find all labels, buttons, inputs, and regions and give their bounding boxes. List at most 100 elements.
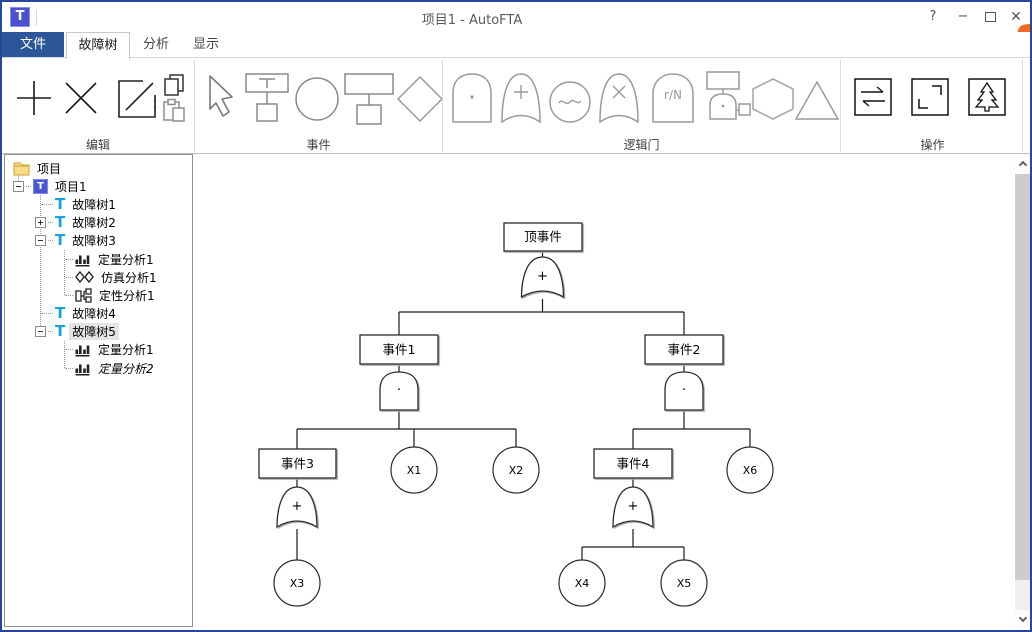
- tree-view-button[interactable]: [968, 78, 1006, 116]
- qual-analysis-icon: [75, 288, 92, 303]
- fault-tree-icon: T: [55, 231, 66, 250]
- copy-button[interactable]: [162, 73, 186, 97]
- and-gate-event1[interactable]: ·: [379, 371, 419, 411]
- expand-expander[interactable]: [35, 217, 46, 229]
- diagram-canvas[interactable]: 顶事件 事件1 事件2 事件3 事件4 +: [193, 154, 1015, 630]
- or-gate-event3[interactable]: +: [276, 486, 318, 529]
- tab-display[interactable]: 显示: [192, 37, 219, 52]
- tree-item-label: 故障树4: [72, 307, 116, 322]
- voting-gate-button[interactable]: r/N: [649, 72, 697, 124]
- tab-analysis[interactable]: 分析: [142, 37, 169, 52]
- tree-item-label: 定性分析1: [99, 288, 155, 303]
- paste-button[interactable]: [162, 98, 186, 122]
- select-cursor-button[interactable]: [205, 74, 237, 122]
- tree-item-label: 故障树5: [69, 323, 119, 341]
- node-event2[interactable]: 事件2: [644, 334, 724, 365]
- delete-button[interactable]: [62, 79, 100, 117]
- tree-connector: [65, 349, 73, 351]
- svg-text:X3: X3: [290, 577, 305, 590]
- svg-text:事件2: 事件2: [668, 342, 701, 357]
- tree-item-label: 项目1: [55, 179, 87, 194]
- maximize-icon: [984, 12, 996, 22]
- and-gate-button[interactable]: [449, 72, 495, 124]
- node-x5[interactable]: X5: [660, 559, 708, 607]
- hexagon-icon: [752, 78, 794, 120]
- swap-layout-button[interactable]: [854, 78, 892, 116]
- copy-icon: [164, 74, 184, 96]
- vertical-scrollbar[interactable]: [1015, 154, 1030, 630]
- undeveloped-event-button[interactable]: [396, 75, 444, 123]
- transfer-triangle-button[interactable]: [794, 80, 840, 122]
- basic-event-button[interactable]: [294, 76, 340, 122]
- node-x6[interactable]: X6: [726, 446, 774, 494]
- inhibit-circle-button[interactable]: [548, 80, 592, 124]
- tree-item-quant-analysis2[interactable]: 定量分析2: [5, 359, 192, 377]
- plus-icon: [17, 81, 51, 115]
- diamond-icon: [396, 75, 444, 123]
- tree-connector: [65, 276, 73, 278]
- svg-text:·: ·: [397, 383, 401, 398]
- hexagon-button[interactable]: [749, 77, 797, 121]
- scroll-down-button[interactable]: [1015, 610, 1030, 630]
- minimize-button[interactable]: −: [957, 9, 969, 24]
- node-x2[interactable]: X2: [492, 446, 540, 494]
- collapse-expander[interactable]: [35, 235, 46, 247]
- tree-item-quant-analysis1b[interactable]: 定量分析1: [5, 341, 192, 359]
- fault-tree-icon: T: [55, 322, 66, 341]
- cross-icon: [65, 82, 97, 114]
- svg-text:r/N: r/N: [664, 88, 682, 102]
- maximize-button[interactable]: [978, 6, 1002, 28]
- tree-item-project-root[interactable]: 项目: [5, 159, 192, 177]
- and-gate-event2[interactable]: ·: [664, 371, 704, 411]
- tree-item-faulttree3[interactable]: T 故障树3: [5, 232, 192, 250]
- top-event-button[interactable]: [243, 72, 291, 124]
- group-label-edit: 编辑: [85, 138, 110, 152]
- fault-tree-icon: T: [55, 194, 66, 213]
- xor-gate-button[interactable]: [595, 72, 643, 124]
- tree-item-project1[interactable]: T 项目1: [5, 177, 192, 195]
- node-event3[interactable]: 事件3: [258, 448, 337, 479]
- collapse-expander[interactable]: [35, 326, 46, 338]
- node-event1[interactable]: 事件1: [359, 334, 439, 365]
- collapse-expander[interactable]: [13, 180, 24, 192]
- tree-connector: [41, 203, 53, 205]
- node-event4[interactable]: 事件4: [593, 448, 673, 479]
- intermediate-event-button[interactable]: [343, 72, 395, 126]
- node-x1[interactable]: X1: [390, 446, 438, 494]
- tree-item-faulttree1[interactable]: T 故障树1: [5, 195, 192, 213]
- circle-icon: [295, 77, 339, 121]
- tree-item-sim-analysis1[interactable]: 仿真分析1: [5, 268, 192, 286]
- scroll-up-button[interactable]: [1015, 154, 1030, 174]
- tree-icon: [968, 78, 1006, 116]
- node-x4[interactable]: X4: [558, 559, 606, 607]
- scrollbar-thumb[interactable]: [1015, 174, 1030, 580]
- folder-icon: [13, 161, 30, 176]
- tree-item-faulttree2[interactable]: T 故障树2: [5, 214, 192, 232]
- or-gate-event4[interactable]: +: [612, 486, 654, 529]
- tree-item-quant-analysis1[interactable]: 定量分析1: [5, 250, 192, 268]
- divider: [840, 60, 841, 152]
- divider: [194, 60, 195, 152]
- tree-item-label: 项目: [37, 161, 62, 176]
- help-button[interactable]: ?: [929, 9, 937, 24]
- intermediate-event-icon: [344, 73, 394, 125]
- node-top-event[interactable]: 顶事件: [503, 222, 583, 252]
- node-x3[interactable]: X3: [273, 559, 321, 607]
- or-gate-top[interactable]: +: [520, 256, 565, 299]
- tree-item-faulttree5[interactable]: T 故障树5: [5, 323, 192, 341]
- tree-item-faulttree4[interactable]: T 故障树4: [5, 305, 192, 323]
- svg-text:+: +: [628, 499, 639, 514]
- voting-gate-icon: r/N: [652, 73, 694, 123]
- tree-item-qual-analysis1[interactable]: 定性分析1: [5, 286, 192, 304]
- or-gate-button[interactable]: [497, 72, 545, 124]
- inhibit-gate-button[interactable]: [699, 70, 751, 126]
- close-button[interactable]: ✕: [1010, 9, 1022, 25]
- tab-file[interactable]: 文件: [2, 32, 64, 58]
- edit-button[interactable]: [112, 74, 160, 122]
- fit-view-button[interactable]: [911, 78, 949, 116]
- tab-fault-tree[interactable]: 故障树: [66, 32, 130, 59]
- svg-text:事件4: 事件4: [617, 456, 650, 471]
- inhibit-gate-icon: [706, 71, 751, 120]
- add-button[interactable]: [14, 78, 54, 118]
- tree-connector: [65, 294, 73, 296]
